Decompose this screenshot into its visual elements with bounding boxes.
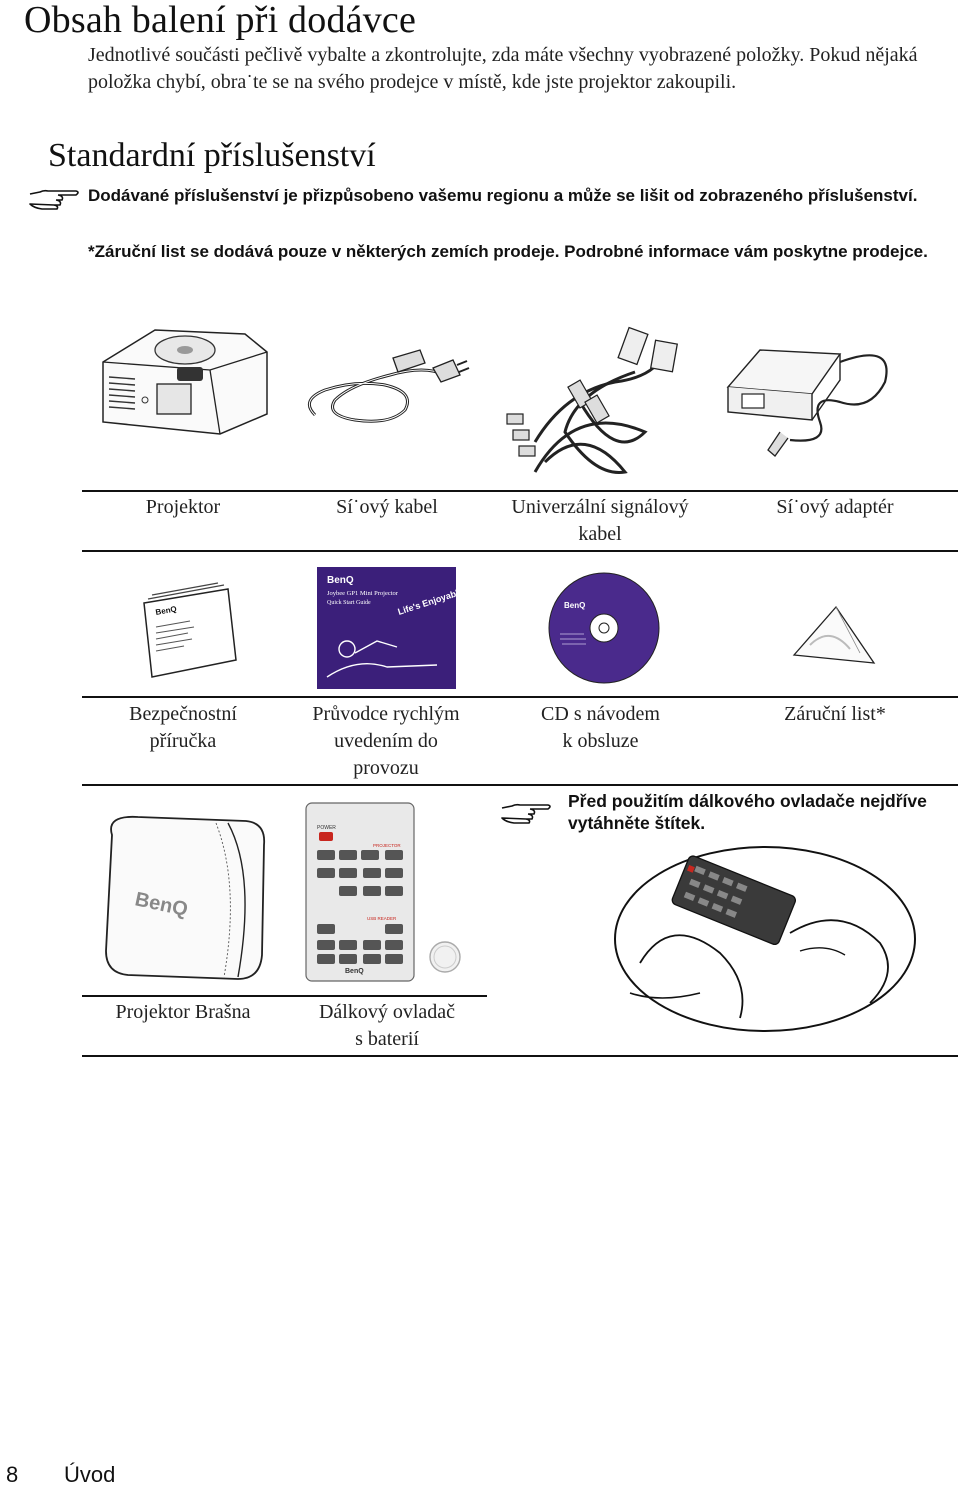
svg-text:Joybee GP1 Mini Projector: Joybee GP1 Mini Projector	[327, 590, 399, 597]
item-label-power-cable: Sí˙ový kabel	[336, 496, 438, 518]
remote-note: Před použitím dálkového ovladače nejdřív…	[568, 791, 927, 833]
row-divider	[82, 550, 958, 552]
projector-bag-image: BenQ	[105, 815, 266, 980]
row-divider	[82, 696, 958, 698]
item-label-quick-start: Průvodce rychlým uvedením do provozu	[312, 703, 460, 779]
svg-text:PROJECTOR: PROJECTOR	[373, 843, 401, 848]
item-label-projector: Projektor	[145, 496, 221, 518]
row-divider-top	[82, 490, 958, 492]
accessories-note: Dodávané příslušenství je přizpůsobeno v…	[88, 186, 918, 205]
item-label-power-adapter: Sí˙ový adaptér	[776, 496, 894, 518]
row-divider	[82, 995, 487, 997]
pointing-hand-icon	[501, 803, 551, 824]
safety-guide-image: BenQ	[143, 582, 237, 678]
power-cable-image	[307, 349, 470, 423]
svg-text:BenQ: BenQ	[155, 604, 178, 617]
section-name: Úvod	[64, 1462, 116, 1487]
power-adapter-image	[726, 349, 888, 457]
svg-text:BenQ: BenQ	[345, 968, 364, 975]
item-label-remote: Dálkový ovladač s baterií	[318, 1001, 456, 1050]
remote-control-image: POWER PROJECTOR USB READER BenQ	[305, 802, 415, 982]
cd-image: BenQ	[548, 572, 660, 684]
page-title: Obsah balení při dodávce	[24, 0, 417, 41]
item-label-warranty-card: Záruční list*	[784, 703, 886, 725]
remote-tab-illustration	[614, 846, 916, 1032]
warranty-card-image	[792, 605, 876, 664]
quick-start-guide-image: BenQ Joybee GP1 Mini Projector Quick Sta…	[317, 567, 467, 689]
row-divider-bottom	[82, 1055, 958, 1057]
item-label-bag: Projektor Brašna	[115, 1001, 251, 1023]
warranty-note: *Záruční list se dodává pouze v některýc…	[88, 242, 928, 261]
battery-image	[429, 941, 461, 973]
section-heading: Standardní příslušenství	[48, 137, 376, 174]
svg-text:BenQ: BenQ	[564, 601, 585, 610]
page-number: 8	[6, 1462, 19, 1487]
projector-image	[102, 329, 268, 435]
svg-text:POWER: POWER	[317, 825, 336, 831]
row-divider	[82, 784, 958, 786]
svg-text:BenQ: BenQ	[327, 575, 354, 586]
item-label-cd: CD s návodem k obsluze	[541, 703, 660, 752]
item-label-signal-cable: Univerzální signálový kabel	[511, 496, 689, 545]
item-label-safety-guide: Bezpečnostní příručka	[129, 703, 237, 752]
pointing-hand-icon	[29, 189, 79, 210]
svg-text:Quick Start Guide: Quick Start Guide	[327, 600, 371, 606]
intro-paragraph: Jednotlivé součásti pečlivě vybalte a zk…	[88, 44, 918, 93]
svg-text:USB READER: USB READER	[367, 916, 397, 921]
signal-cable-image	[506, 326, 679, 474]
